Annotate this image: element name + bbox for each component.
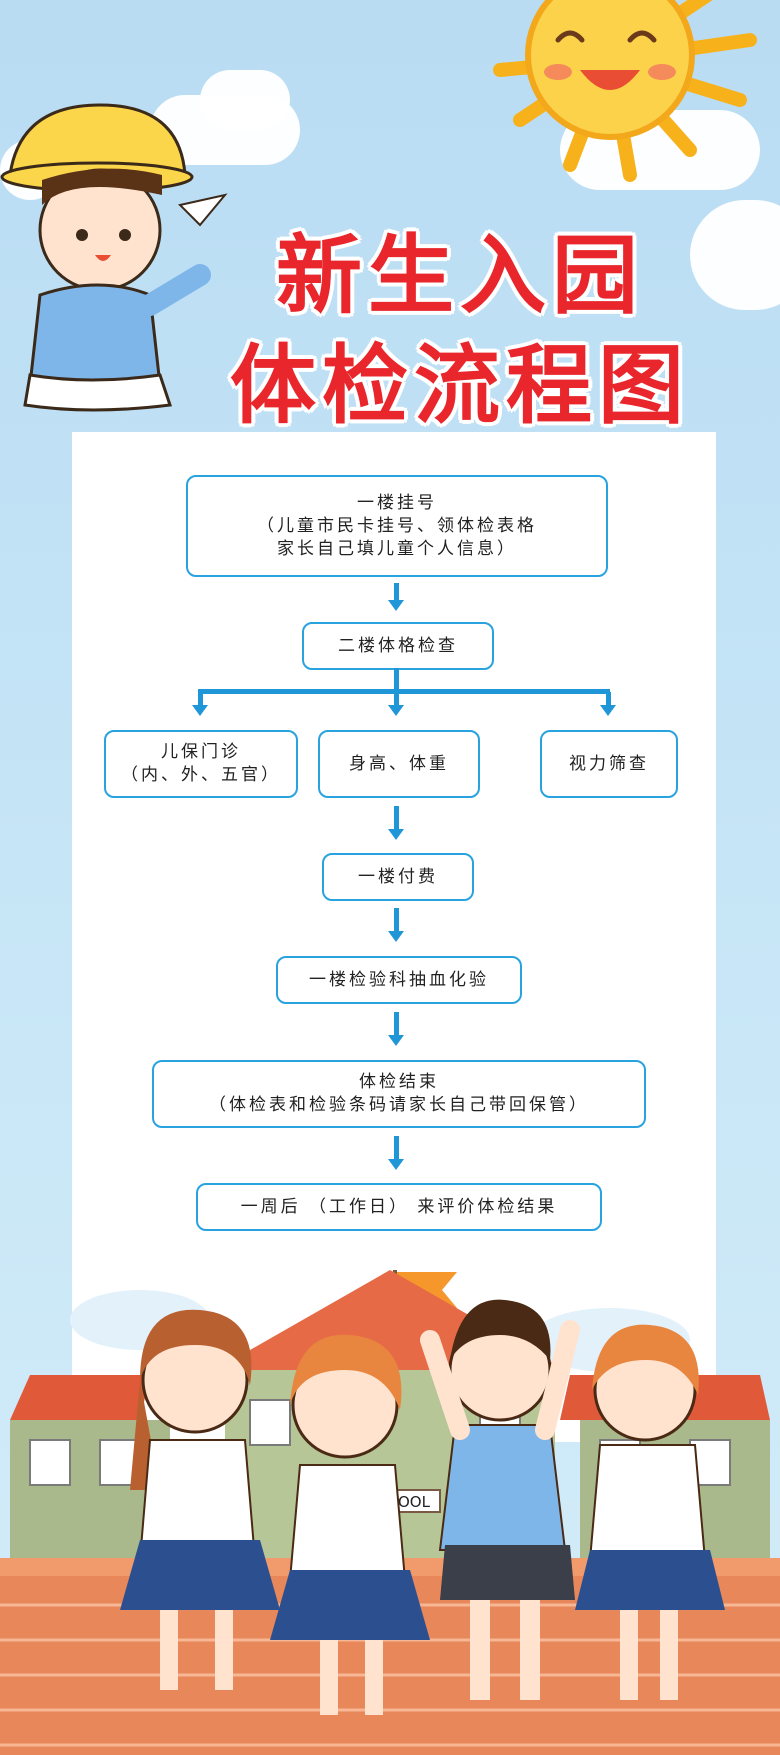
boy-illustration [0, 103, 228, 412]
step-exam-end-title: 体检结束 [359, 1072, 439, 1092]
branch-vision-box: 视力筛查 [540, 730, 678, 798]
branch-pediatric-clinic-title: 儿保门诊 [161, 742, 241, 762]
step-register-detail-2: 家长自己填儿童个人信息） [277, 538, 517, 559]
school-sign: OOL [398, 1493, 431, 1511]
step-exam-end-detail: （体检表和检验条码请家长自己带回保管） [209, 1095, 589, 1115]
cloud [200, 70, 290, 130]
poster-title-line2: 体检流程图 [230, 336, 690, 436]
step-physical-exam-box: 二楼体格检查 [302, 622, 494, 670]
step-physical-exam-label: 二楼体格检查 [338, 635, 458, 656]
sun-illustration [493, 0, 757, 182]
step-register-title: 一楼挂号 [357, 492, 437, 513]
branch-height-weight-label: 身高、体重 [349, 753, 449, 774]
cloud [690, 200, 780, 310]
step-blood-test-label: 一楼检验科抽血化验 [309, 969, 489, 990]
step-register-detail-1: （儿童市民卡挂号、领体检表格 [257, 515, 537, 536]
step-results-box: 一周后 （工作日） 来评价体检结果 [196, 1183, 602, 1231]
branch-pediatric-clinic-box: 儿保门诊 （内、外、五官） [104, 730, 298, 798]
step-blood-test-box: 一楼检验科抽血化验 [276, 956, 522, 1004]
branch-height-weight-box: 身高、体重 [318, 730, 480, 798]
poster-title-line1: 新生入园 [276, 226, 644, 326]
step-exam-end-box: 体检结束 （体检表和检验条码请家长自己带回保管） [152, 1060, 646, 1128]
step-results-label: 一周后 （工作日） 来评价体检结果 [240, 1196, 558, 1217]
step-register-box: 一楼挂号 （儿童市民卡挂号、领体检表格 家长自己填儿童个人信息） [186, 475, 608, 577]
step-payment-box: 一楼付费 [322, 853, 474, 901]
flow-branch-bar [198, 689, 610, 694]
school-kids-illustration: OOL [0, 1270, 780, 1755]
step-payment-label: 一楼付费 [358, 866, 438, 887]
branch-vision-label: 视力筛查 [569, 753, 649, 774]
branch-pediatric-clinic-detail: （内、外、五官） [121, 765, 281, 785]
